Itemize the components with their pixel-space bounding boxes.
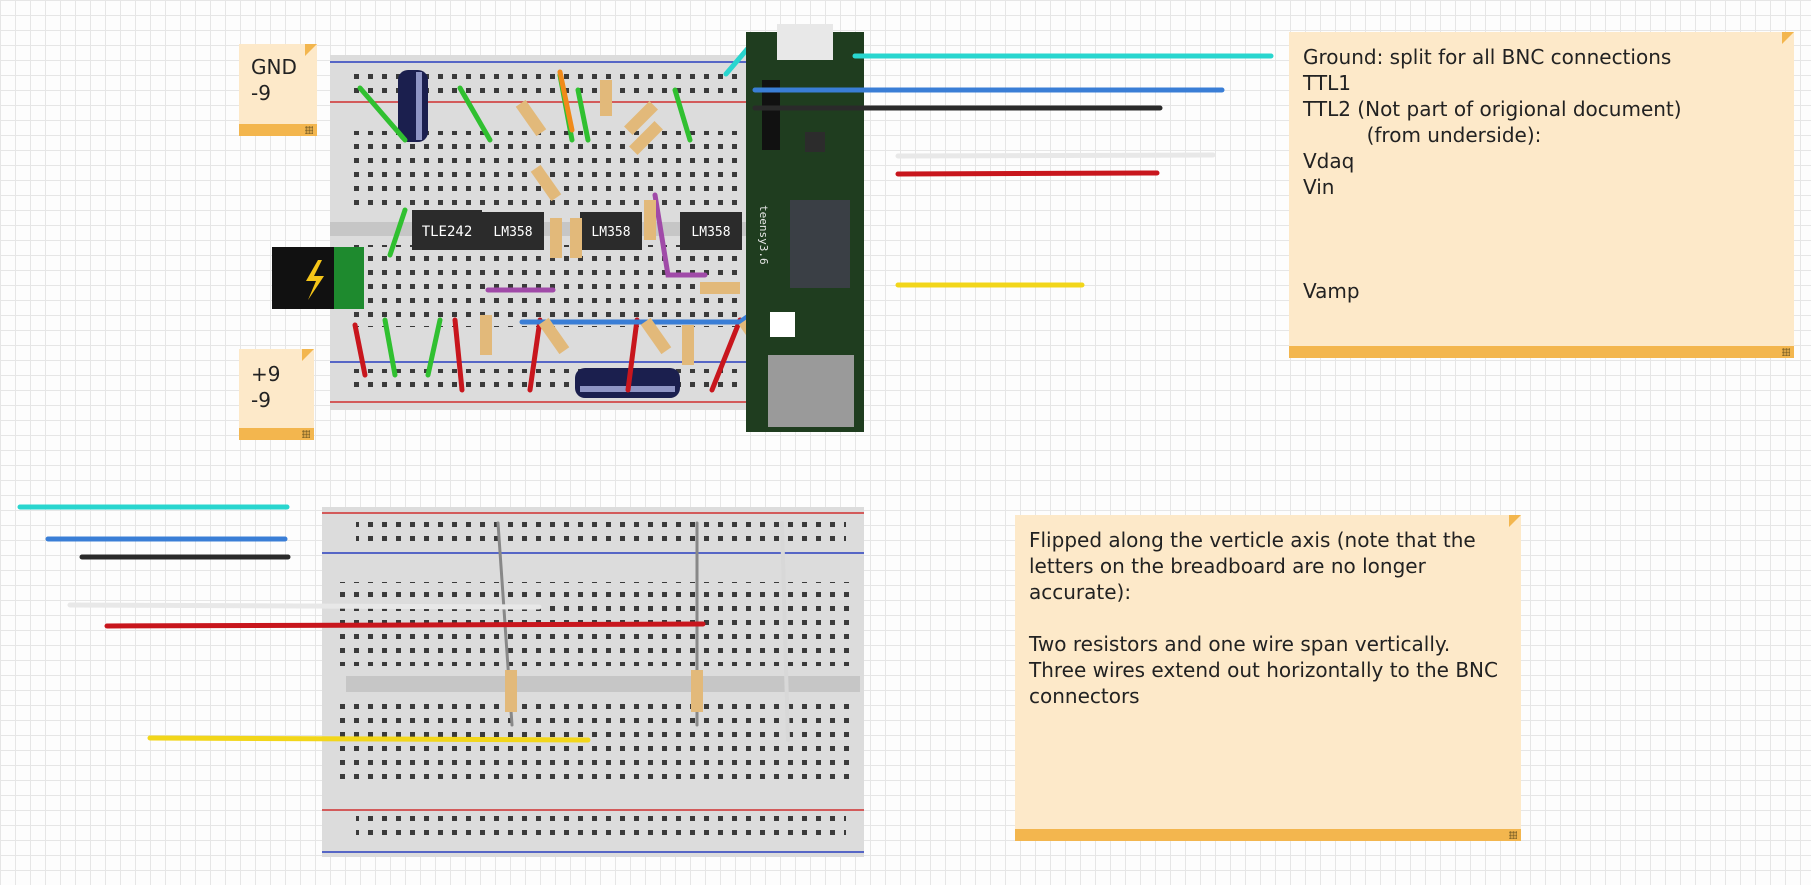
note-footer-bar xyxy=(239,124,317,136)
ic-tle242: TLE242 xyxy=(412,210,482,250)
jumper-wires-top xyxy=(352,37,858,393)
note-fold-icon xyxy=(1509,515,1521,527)
ic-lm358-3: LM358 xyxy=(680,212,742,250)
note-fold-icon xyxy=(302,349,314,361)
note-fold-icon xyxy=(1782,32,1794,44)
bnc-wires-bottom xyxy=(17,504,706,743)
resistors-top xyxy=(480,80,770,365)
note-footer-bar xyxy=(1015,829,1521,841)
ic-lm358-1-label: LM358 xyxy=(493,225,532,240)
note-pm9[interactable]: +9 -9 xyxy=(239,349,314,440)
bnc-wires-top xyxy=(752,53,1274,288)
resize-grip-icon[interactable] xyxy=(302,430,310,438)
ic-lm358-3-label: LM358 xyxy=(691,225,730,240)
ic-lm358-2: LM358 xyxy=(580,212,642,250)
note-footer-bar xyxy=(1289,346,1794,358)
note-fold-icon xyxy=(305,44,317,56)
note-gnd-text: GND -9 xyxy=(251,55,297,105)
note-pm9-text: +9 -9 xyxy=(251,362,281,412)
resize-grip-icon[interactable] xyxy=(1782,348,1790,356)
note-flipped[interactable]: Flipped along the verticle axis (note th… xyxy=(1015,515,1521,841)
note-footer-bar xyxy=(239,428,314,440)
note-wire-legend[interactable]: Ground: split for all BNC connections TT… xyxy=(1289,32,1794,358)
note-flipped-text: Flipped along the verticle axis (note th… xyxy=(1029,528,1498,708)
breadboard-bottom xyxy=(322,507,864,857)
ic-lm358-1: LM358 xyxy=(482,212,544,250)
ic-lm358-2-label: LM358 xyxy=(591,225,630,240)
teensy-board: teensy3.6 xyxy=(746,24,864,432)
electrolytic-capacitor-1 xyxy=(398,70,428,142)
ic-tle242-label: TLE242 xyxy=(422,224,473,240)
teensy-label: teensy3.6 xyxy=(757,205,770,265)
note-wire-legend-text: Ground: split for all BNC connections TT… xyxy=(1303,45,1682,303)
resize-grip-icon[interactable] xyxy=(305,126,313,134)
resize-grip-icon[interactable] xyxy=(1509,831,1517,839)
dc-power-jack xyxy=(272,247,364,309)
note-gnd[interactable]: GND -9 xyxy=(239,44,317,136)
